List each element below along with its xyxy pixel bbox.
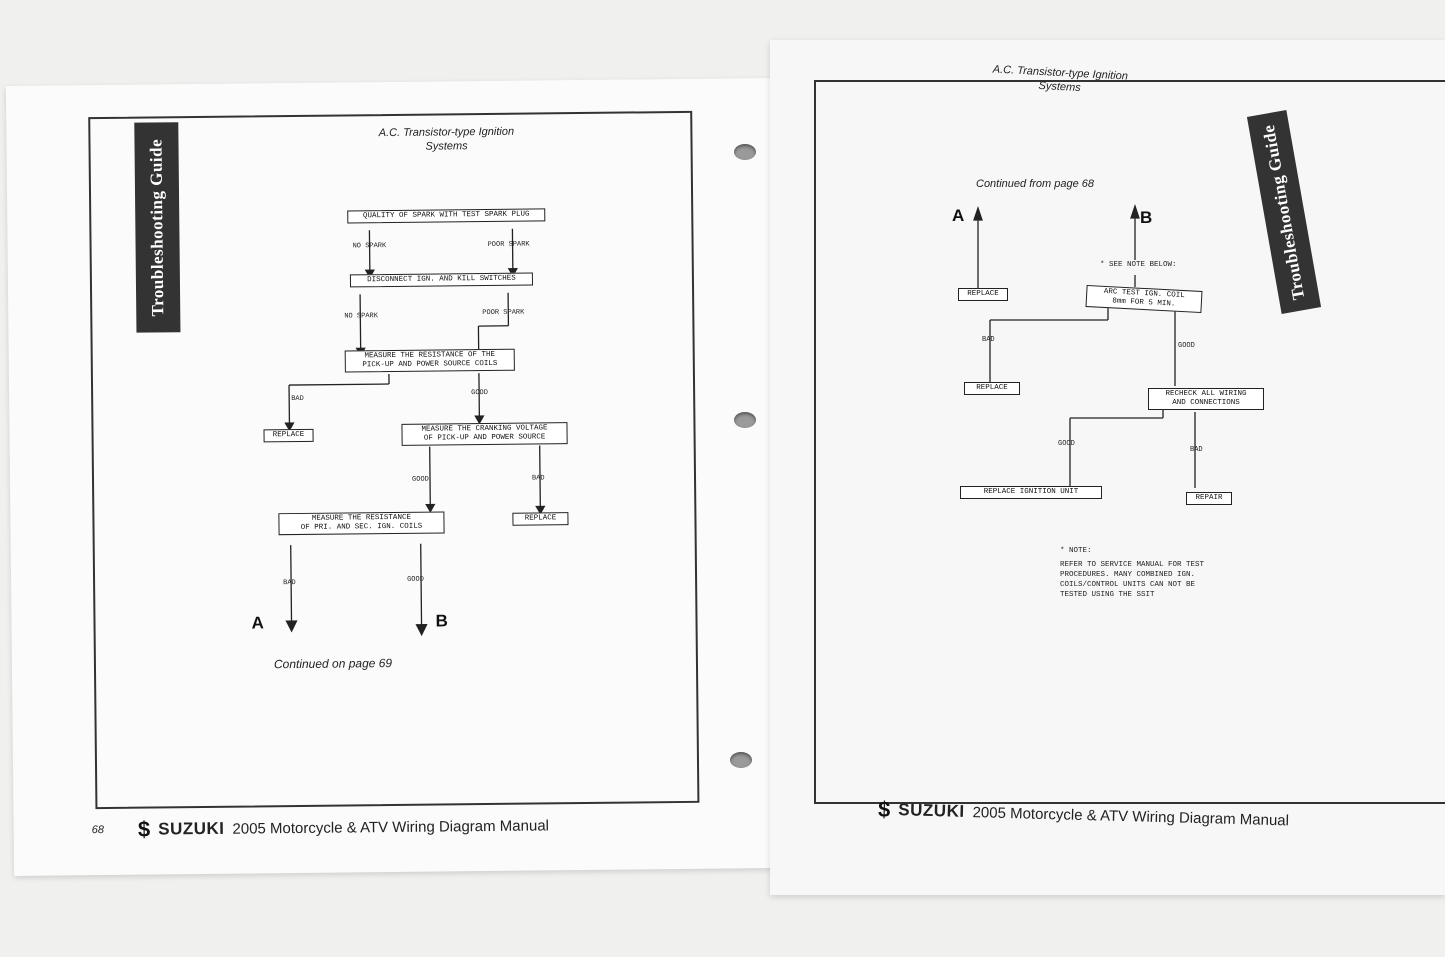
flow-box-measure-cranking-voltage: MEASURE THE CRANKING VOLTAGE OF PICK-UP …	[401, 422, 568, 446]
label-good-2: GOOD	[411, 475, 429, 484]
label-no-spark-2: NO SPARK	[344, 312, 378, 321]
label-bad-2: BAD	[531, 474, 545, 483]
brand-name: SUZUKI	[158, 818, 225, 839]
suzuki-logo-icon: $	[137, 816, 151, 842]
label-bad-right-1: BAD	[982, 336, 995, 344]
connector-a-label-right: A	[952, 206, 965, 225]
label-good-right-2: GOOD	[1058, 440, 1075, 448]
left-flowchart-lines	[284, 228, 546, 637]
flow-box-repair: REPAIR	[1186, 492, 1232, 505]
footer-title-right: 2005 Motorcycle & ATV Wiring Diagram Man…	[972, 803, 1290, 829]
continued-on-text: Continued on page 69	[273, 656, 393, 672]
label-good-3: GOOD	[407, 575, 424, 584]
label-no-spark-1: NO SPARK	[352, 242, 387, 251]
flow-box-replace-ignition-unit: REPLACE IGNITION UNIT	[960, 486, 1102, 499]
flow-box-recheck-wiring: RECHECK ALL WIRING AND CONNECTIONS	[1148, 388, 1264, 410]
note-title: * NOTE:	[1060, 547, 1092, 555]
continued-from-text: Continued from page 68	[976, 178, 1095, 190]
label-good-right-1: GOOD	[1178, 342, 1195, 350]
note-line-3: COILS/CONTROL UNITS CAN NOT BE	[1060, 581, 1196, 589]
flow-box-replace-b: REPLACE	[964, 382, 1020, 395]
note-line-1: REFER TO SERVICE MANUAL FOR TEST	[1060, 561, 1205, 569]
flow-box-spark-quality: QUALITY OF SPARK WITH TEST SPARK PLUG	[347, 208, 546, 224]
note-line-4: TESTED USING THE SSIT	[1060, 591, 1155, 599]
suzuki-logo-icon-right: $	[877, 796, 891, 822]
connector-a-label: A	[251, 613, 264, 633]
footer-title: 2005 Motorcycle & ATV Wiring Diagram Man…	[232, 816, 550, 838]
left-page: Troubleshooting Guide A.C. Transistor-ty…	[5, 78, 780, 876]
right-page-frame	[814, 80, 1445, 804]
binder-hole-middle	[734, 412, 756, 428]
right-page: Troubleshooting Guide A.C. Transistor-ty…	[770, 40, 1445, 895]
connector-b-label: B	[435, 611, 448, 631]
note-block: * NOTE: REFER TO SERVICE MANUAL FOR TEST…	[1060, 546, 1204, 600]
brand-name-right: SUZUKI	[898, 800, 965, 821]
flow-box-replace-2: REPLACE	[512, 512, 569, 526]
label-good-1: GOOD	[471, 388, 488, 398]
flow-box-measure-coil-resistance: MEASURE THE RESISTANCE OF THE PICK-UP AN…	[344, 348, 515, 373]
label-poor-spark-1: POOR SPARK	[487, 240, 530, 249]
label-bad-right-2: BAD	[1190, 446, 1203, 454]
right-flowchart-lines	[973, 203, 1196, 488]
left-footer: 68 $ SUZUKI 2005 Motorcycle & ATV Wiring…	[92, 812, 550, 843]
binder-hole-bottom	[730, 752, 752, 768]
note-line-2: PROCEDURES. MANY COMBINED IGN.	[1060, 571, 1196, 579]
label-bad-1: BAD	[291, 394, 304, 404]
flow-box-replace-a: REPLACE	[958, 288, 1008, 301]
label-poor-spark-2: POOR SPARK	[482, 308, 525, 318]
flow-box-replace-1: REPLACE	[263, 428, 314, 443]
page-number: 68	[91, 824, 104, 837]
see-note-label: * SEE NOTE BELOW:	[1100, 261, 1177, 269]
flow-box-disconnect-switches: DISCONNECT IGN. AND KILL SWITCHES	[349, 272, 534, 288]
label-bad-3: BAD	[283, 579, 296, 588]
binder-hole-top	[734, 144, 756, 160]
connector-b-label-right: B	[1140, 208, 1153, 227]
flow-box-measure-ign-coils: MEASURE THE RESISTANCE OF PRI. AND SEC. …	[278, 511, 445, 536]
